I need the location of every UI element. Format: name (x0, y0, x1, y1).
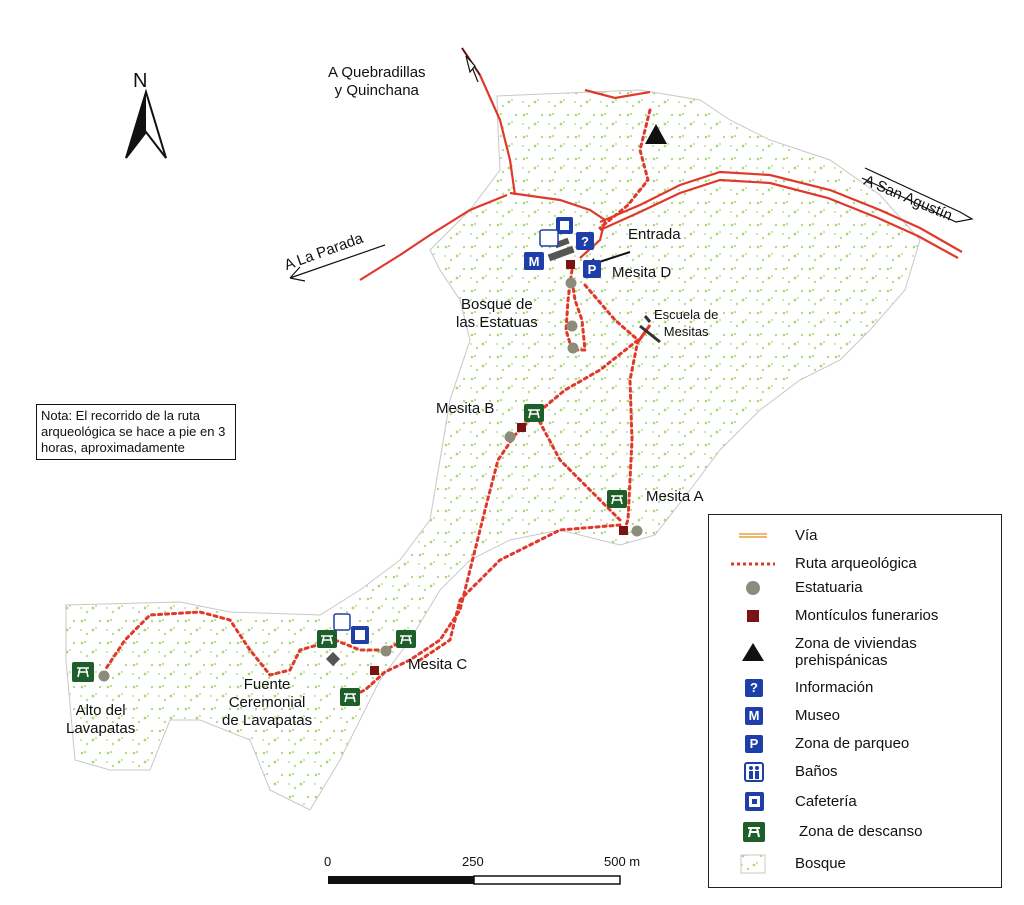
housing-marker (645, 124, 667, 144)
escuela-access (636, 324, 652, 343)
legend-label-mound: Montículos funerarios (795, 607, 939, 624)
label-entrada: Entrada (628, 226, 681, 243)
picnic-legend-icon (743, 822, 765, 842)
legend-label-road: Vía (795, 527, 818, 544)
legend-label-museum: Museo (795, 707, 841, 724)
scale-tick-500: 500 m (604, 854, 641, 869)
label-escuela: Escuela de Mesitas (654, 307, 719, 339)
svg-text:M: M (529, 254, 540, 269)
forest-legend-icon (740, 854, 766, 874)
escuela-building (639, 315, 661, 344)
statue-symbol (746, 581, 760, 595)
scale-bar: 0 250 500 m (322, 852, 662, 897)
mound-symbol (747, 610, 759, 622)
legend-label-housing: Zona de viviendas prehispánicas (795, 635, 917, 669)
road-symbol (739, 533, 767, 538)
direction-arrows (289, 55, 974, 282)
label-mesita-b: Mesita B (436, 400, 495, 417)
legend-label-picnic: Zona de descanso (799, 823, 923, 840)
legend-row-picnic: Zona de descanso (709, 819, 999, 845)
label-mesita-d: Mesita D (612, 264, 672, 281)
parking-legend-icon: P (745, 735, 763, 753)
north-arrow (125, 88, 167, 159)
legend-label-route: Ruta arqueológica (795, 555, 917, 572)
picnic-icon (396, 630, 416, 648)
route-note: Nota: El recorrido de la ruta arqueológi… (36, 404, 236, 460)
legend-row-info: ? Información (709, 675, 999, 701)
picnic-icon (607, 490, 627, 508)
legend-label-forest: Bosque (795, 855, 846, 872)
legend-row-route: Ruta arqueológica (709, 551, 999, 577)
parking-icon (583, 260, 601, 278)
route-symbol (731, 562, 775, 566)
legend-label-restroom: Baños (795, 763, 838, 780)
label-fuente: Fuente Ceremonial de Lavapatas (222, 676, 313, 729)
svg-text:?: ? (581, 234, 589, 249)
fuente-marker (325, 651, 341, 667)
map-legend: Vía Ruta arqueológica Estatuaria Montícu… (708, 514, 1002, 888)
legend-row-housing: Zona de viviendas prehispánicas (709, 631, 999, 671)
legend-row-restroom: Baños (709, 759, 999, 785)
restroom-icon (539, 229, 559, 247)
label-bosque: Bosque de las Estatuas (456, 296, 538, 331)
picnic-icon (524, 404, 544, 422)
archaeological-route (103, 108, 652, 699)
housing-symbol (742, 643, 764, 661)
info-icon (576, 232, 594, 250)
legend-row-statue: Estatuaria (709, 575, 999, 601)
legend-row-mound: Montículos funerarios (709, 603, 999, 629)
north-label: N (133, 70, 147, 92)
mound-markers (370, 260, 628, 675)
legend-label-info: Información (795, 679, 874, 696)
svg-text:P: P (588, 262, 597, 277)
label-mesita-c: Mesita C (408, 656, 468, 673)
info-legend-icon: ? (745, 679, 763, 697)
scale-tick-250: 250 (462, 854, 484, 869)
legend-row-forest: Bosque (709, 851, 999, 877)
label-alto: Alto del Lavapatas (66, 702, 136, 737)
legend-row-cafe: Cafetería (709, 789, 999, 815)
cafe-legend-icon (745, 792, 764, 811)
scale-bar-graphic (328, 875, 621, 885)
picnic-icon (317, 630, 337, 648)
park-boundary (65, 89, 921, 811)
restroom-legend-icon (744, 762, 764, 782)
restroom-icon (333, 613, 351, 631)
legend-label-parking: Zona de parqueo (795, 735, 910, 752)
legend-label-statue: Estatuaria (795, 579, 863, 596)
label-mesita-a: Mesita A (646, 488, 704, 505)
legend-label-cafe: Cafetería (795, 793, 857, 810)
legend-row-museum: M Museo (709, 703, 999, 729)
legend-row-road: Vía (709, 523, 999, 549)
museum-icon (524, 252, 544, 270)
picnic-icon (340, 688, 360, 706)
label-quebradillas: A Quebradillas y Quinchana (328, 64, 426, 99)
legend-row-parking: P Zona de parqueo (709, 731, 999, 757)
statue-markers (98, 277, 643, 682)
museum-legend-icon: M (745, 707, 763, 725)
scale-tick-0: 0 (324, 854, 332, 869)
